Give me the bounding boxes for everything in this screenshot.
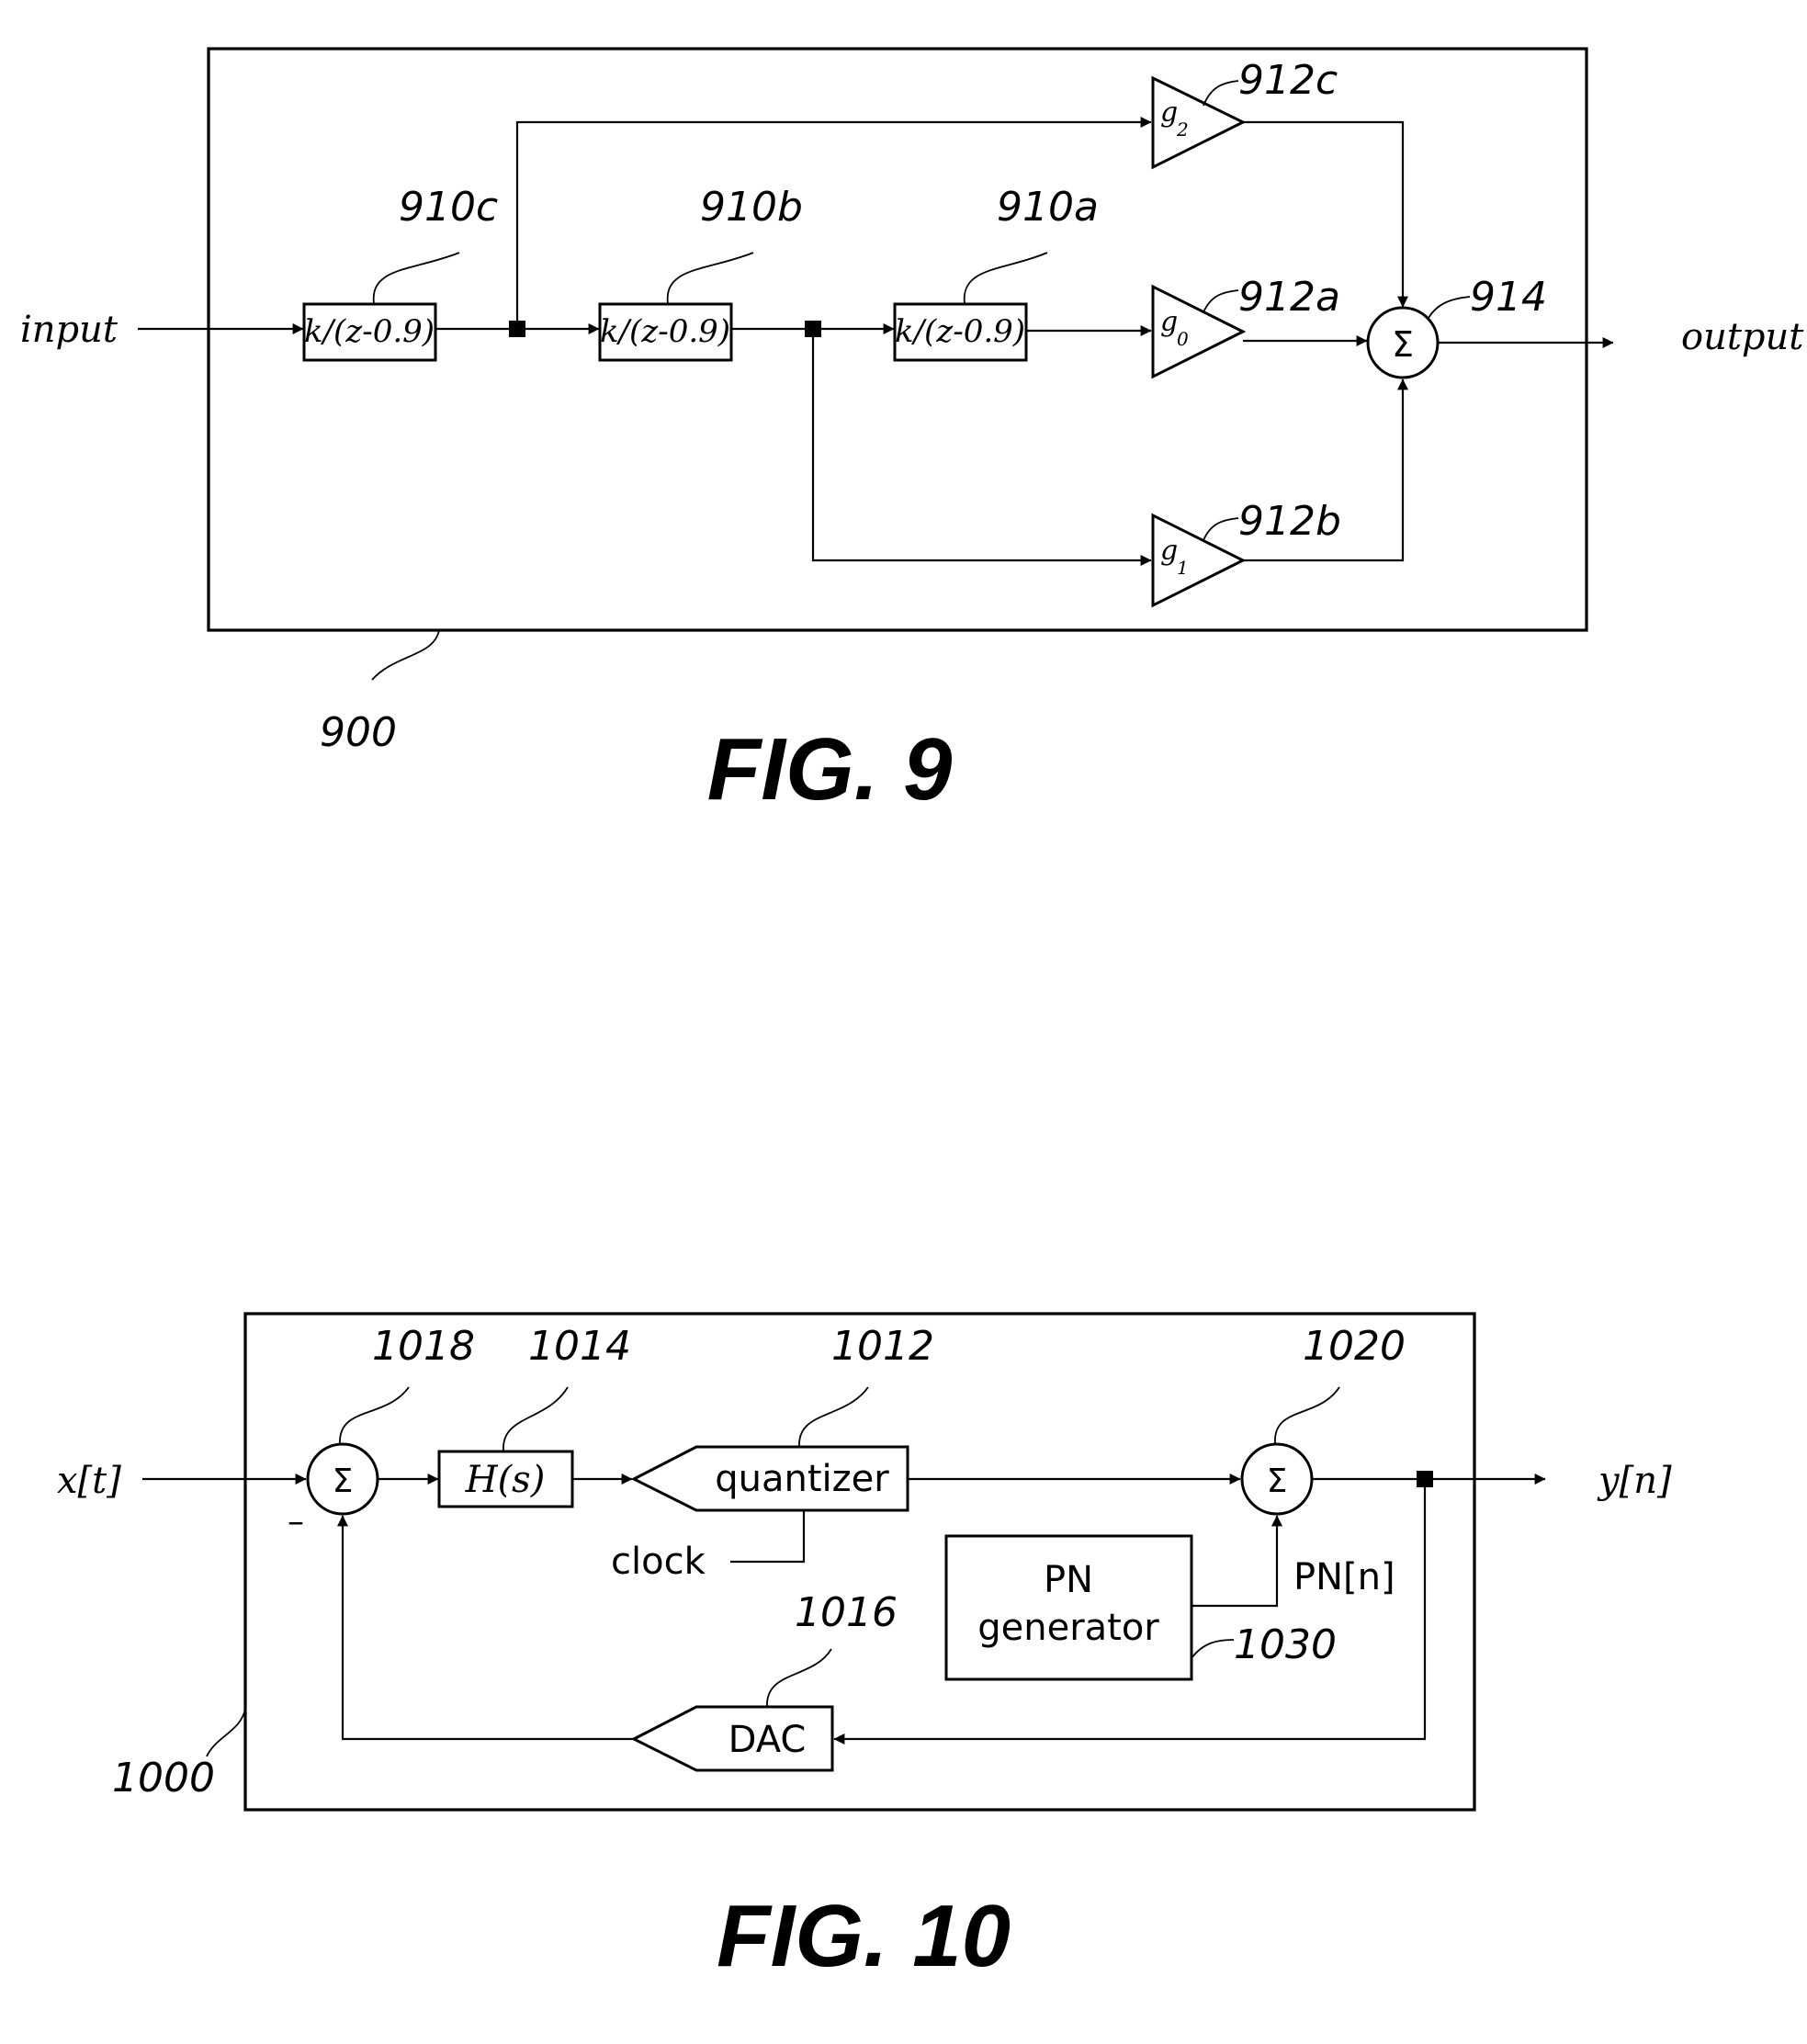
fig9-summer-914-symbol: Σ [1392,324,1414,365]
fig10-leader-1016 [767,1649,831,1707]
fig10-wire-dac-sum [343,1516,634,1739]
fig10-leader-1030 [1191,1640,1234,1658]
fig9-wire-node2-g1 [813,337,1151,560]
fig10-ref-1018: 1018 [372,1323,475,1370]
fig10-input-label: x[t] [57,1460,121,1502]
fig9-ref-912c: 912c [1238,57,1338,104]
fig9-input-label: input [20,309,119,351]
fig10-leader-1012 [799,1387,868,1447]
fig9-leader-912c [1203,81,1238,106]
fig10-leader-1020 [1275,1387,1339,1444]
fig9-filter-910a-label: k/(z-0.9) [895,313,1025,350]
fig9-diagram: input k/(z-0.9) k/(z-0.9) k/(z-0.9) g 2 … [20,49,1804,819]
fig9-output-label: output [1681,316,1804,358]
fig10-summer-1018-symbol: Σ [333,1462,354,1500]
fig10-leader-1014 [503,1387,568,1451]
fig10-clock-label: clock [611,1541,706,1583]
fig9-leader-914 [1429,297,1470,318]
fig10-output-label: y[n] [1597,1460,1672,1502]
fig9-filter-910b-label: k/(z-0.9) [600,313,730,350]
fig10-minus-sign: – [288,1503,304,1541]
fig9-ref-912a: 912a [1238,274,1340,321]
fig9-leader-910b [668,253,753,304]
fig10-summer-1020-symbol: Σ [1267,1462,1288,1500]
fig9-ref-910c: 910c [399,184,498,231]
fig10-pn-generator-line1: PN [1044,1559,1093,1601]
fig10-junction [1417,1471,1433,1487]
fig9-caption: FIG. 9 [707,720,953,819]
fig9-ref-900: 900 [320,709,397,756]
fig9-gain-912c-symbol: g [1160,96,1178,129]
fig10-dac-label: DAC [728,1719,807,1761]
fig10-pn-signal-label: PN[n] [1293,1556,1395,1598]
fig10-caption: FIG. 10 [717,1887,1011,1985]
fig10-ref-1016: 1016 [795,1589,898,1636]
fig9-junction-1 [509,321,525,337]
fig10-wire-pn-sum [1191,1516,1277,1606]
fig9-leader-900 [372,630,439,680]
fig10-system-boundary [245,1314,1474,1810]
fig10-quantizer-label: quantizer [715,1458,889,1500]
fig9-leader-912a [1203,290,1238,312]
fig9-leader-910c [374,253,459,304]
fig10-ref-1000: 1000 [112,1755,215,1801]
fig9-leader-912b [1203,518,1238,540]
fig10-leader-1000 [207,1709,245,1756]
fig10-clock-wire [730,1510,804,1562]
fig10-ref-1030: 1030 [1234,1621,1337,1668]
fig9-ref-910a: 910a [997,184,1099,231]
fig9-gain-912a-subscript: 0 [1177,328,1189,350]
fig9-junction-2 [805,321,821,337]
fig10-ref-1020: 1020 [1303,1323,1406,1370]
fig9-ref-912b: 912b [1238,498,1341,545]
fig9-filter-910c-label: k/(z-0.9) [304,313,435,350]
fig10-leader-1018 [340,1387,409,1444]
fig9-gain-912b-subscript: 1 [1177,557,1189,579]
fig10-ref-1014: 1014 [528,1323,631,1370]
fig9-gain-912b-symbol: g [1160,535,1178,567]
fig9-ref-910b: 910b [700,184,803,231]
fig10-pn-generator-line2: generator [977,1607,1159,1649]
fig10-ref-1012: 1012 [831,1323,934,1370]
fig10-filter-1014-label: H(s) [465,1459,546,1501]
fig9-gain-912c-subscript: 2 [1176,119,1189,141]
fig10-diagram: x[t] Σ – H(s) quantizer clock Σ y[n] PN … [57,1314,1672,1985]
fig9-ref-914: 914 [1470,274,1547,321]
fig9-gain-912a-symbol: g [1160,306,1178,338]
fig9-leader-910a [965,253,1047,304]
